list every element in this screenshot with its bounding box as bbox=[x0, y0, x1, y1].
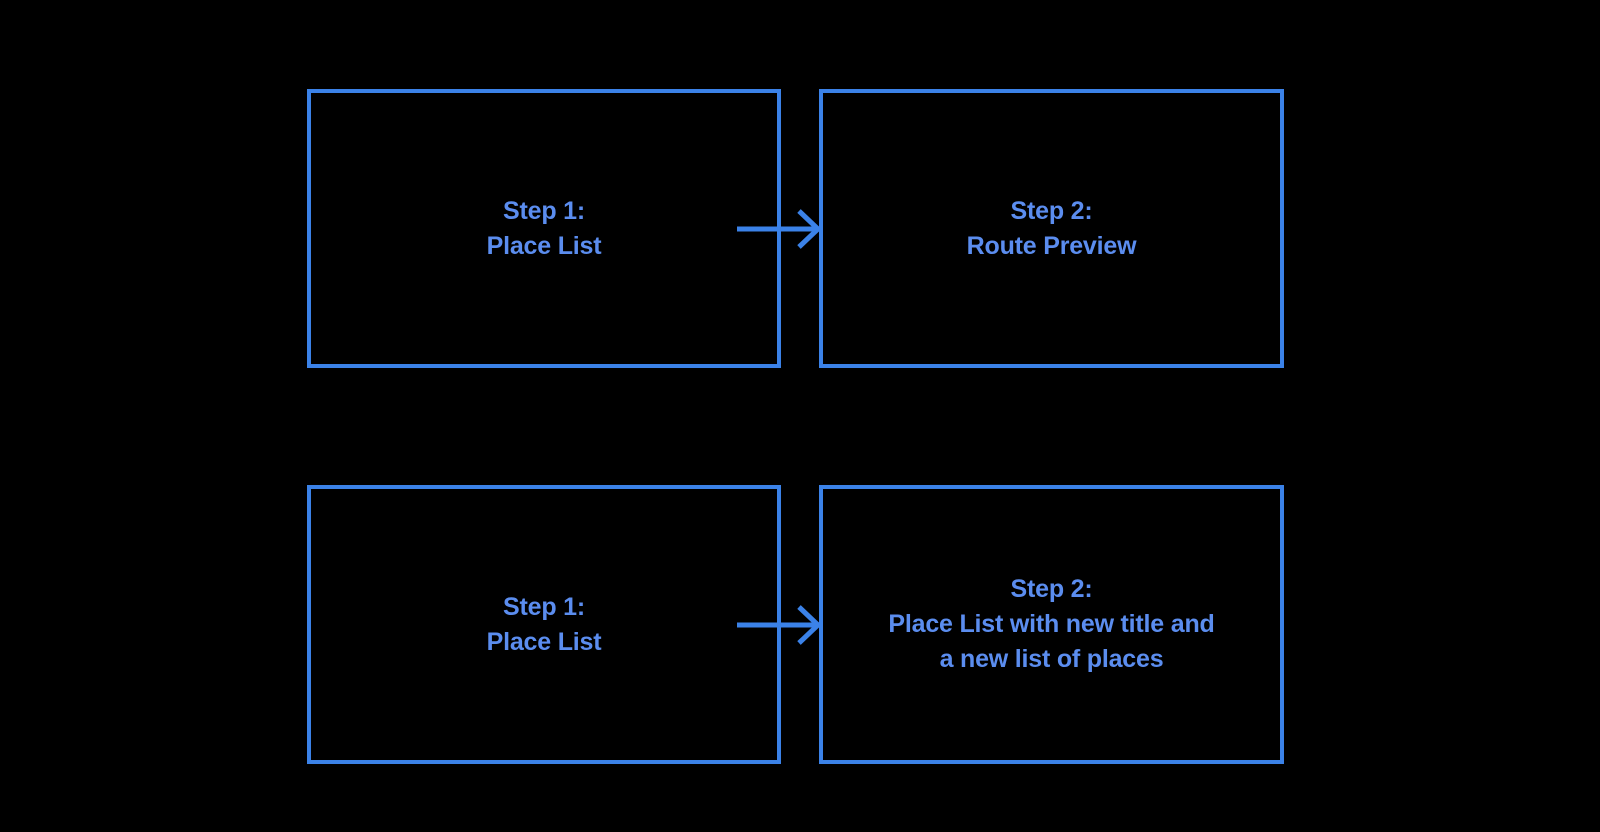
step-label-row1-step1: Step 1: Place List bbox=[486, 196, 602, 260]
connector-row2 bbox=[737, 485, 822, 764]
step-box-row2-step2[interactable]: Step 2: Place List with new title and a … bbox=[819, 485, 1284, 764]
step-label-row2-step1: Step 1: Place List bbox=[486, 592, 602, 656]
step-box-row1-step1[interactable]: Step 1: Place List bbox=[307, 89, 781, 368]
arrow-right-icon bbox=[737, 604, 822, 645]
connector-row1 bbox=[737, 89, 822, 368]
flow-row-1: Step 1: Place List Step 2: Route Preview bbox=[307, 89, 1284, 368]
step-box-row2-step1[interactable]: Step 1: Place List bbox=[307, 485, 781, 764]
arrow-right-icon bbox=[737, 208, 822, 249]
step-label-row2-step2: Step 2: Place List with new title and a … bbox=[888, 575, 1215, 673]
flow-row-2: Step 1: Place List Step 2: Place List wi… bbox=[307, 485, 1284, 764]
step-box-row1-step2[interactable]: Step 2: Route Preview bbox=[819, 89, 1284, 368]
step-label-row1-step2: Step 2: Route Preview bbox=[966, 196, 1137, 260]
